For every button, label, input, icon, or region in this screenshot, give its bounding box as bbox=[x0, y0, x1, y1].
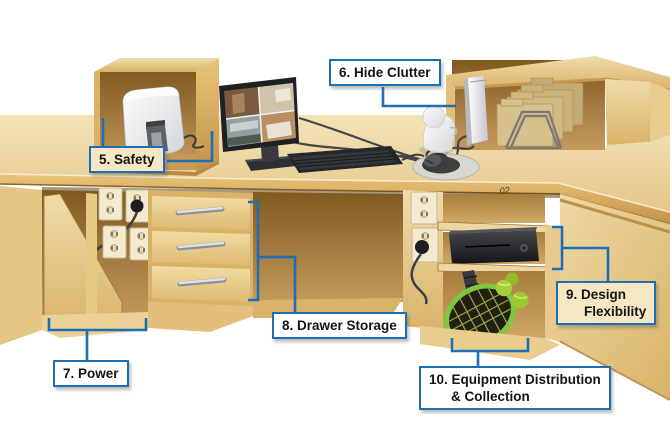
hutch-top bbox=[446, 56, 670, 90]
security-monitor bbox=[219, 77, 299, 171]
callout-equipment-distribution: 10. Equipment Distribution & Collection bbox=[419, 366, 611, 410]
plug-cable bbox=[410, 253, 428, 305]
hutch-right-panel bbox=[605, 79, 650, 145]
vertical-divider bbox=[86, 193, 97, 321]
cubby-top bbox=[94, 58, 219, 72]
outlet-plate bbox=[98, 187, 123, 221]
connector-hide-clutter bbox=[381, 87, 456, 108]
outlet-plate bbox=[102, 225, 127, 259]
connector-power bbox=[47, 318, 148, 361]
webcam-speaker bbox=[419, 105, 458, 155]
drawer-handles bbox=[175, 206, 227, 287]
callout-drawer-storage-text: 8. Drawer Storage bbox=[282, 318, 397, 333]
callout-equipment-line2: & Collection bbox=[451, 389, 530, 404]
printer-cable bbox=[183, 134, 205, 149]
callout-equipment-line1: 10. Equipment Distribution bbox=[429, 372, 601, 387]
drawer-base bbox=[148, 302, 253, 332]
callout-hide-clutter: 6. Hide Clutter bbox=[329, 59, 441, 86]
under-desk bbox=[0, 186, 560, 360]
callout-power-text: 7. Power bbox=[63, 366, 119, 381]
hutch-return-top bbox=[650, 82, 670, 142]
power-button bbox=[520, 244, 528, 252]
desk-front-edge bbox=[0, 174, 670, 224]
keyboard bbox=[287, 146, 403, 173]
tennis-balls bbox=[495, 272, 529, 309]
callout-hide-clutter-text: 6. Hide Clutter bbox=[339, 65, 431, 80]
upper-nook bbox=[443, 194, 545, 223]
right-cabinet bbox=[403, 190, 560, 360]
callout-design-flexibility: 9. Design Flexibility bbox=[556, 281, 657, 325]
power-plug bbox=[415, 240, 429, 254]
media-console bbox=[449, 227, 539, 264]
connector-equipment bbox=[450, 338, 530, 367]
mouse-cable bbox=[401, 153, 425, 161]
callout-drawer-storage: 8. Drawer Storage bbox=[272, 312, 407, 339]
scribble-mark: 02 bbox=[499, 185, 510, 196]
disc-slot bbox=[464, 244, 511, 248]
file-folders bbox=[496, 77, 584, 150]
drawer-unit bbox=[148, 190, 253, 332]
mouse bbox=[423, 152, 449, 172]
power-plug bbox=[130, 199, 144, 213]
angled-divider-panel bbox=[43, 193, 123, 331]
power-outlets-right bbox=[410, 191, 439, 305]
connector-drawer-storage bbox=[248, 200, 297, 313]
callout-design-flexibility-line1: 9. Design bbox=[566, 287, 627, 302]
callout-design-flexibility-line2: Flexibility bbox=[584, 304, 647, 319]
left-side-panel bbox=[0, 186, 42, 345]
kneehole-cavity bbox=[253, 192, 403, 306]
callout-safety-text: 5. Safety bbox=[99, 152, 155, 167]
callout-power: 7. Power bbox=[53, 360, 129, 387]
vertical-pc bbox=[464, 76, 488, 146]
connector-safety-monitor bbox=[167, 131, 214, 163]
folder bbox=[496, 98, 554, 147]
connector-design-flexibility bbox=[552, 225, 610, 282]
cubby-right-panel bbox=[196, 58, 219, 172]
monitor-screen bbox=[224, 83, 296, 147]
left-toe-board bbox=[42, 312, 148, 338]
cable-grommet bbox=[401, 152, 480, 181]
wire-file-rack bbox=[504, 110, 563, 150]
callout-safety: 5. Safety bbox=[89, 146, 165, 173]
callout-connectors bbox=[47, 87, 610, 367]
